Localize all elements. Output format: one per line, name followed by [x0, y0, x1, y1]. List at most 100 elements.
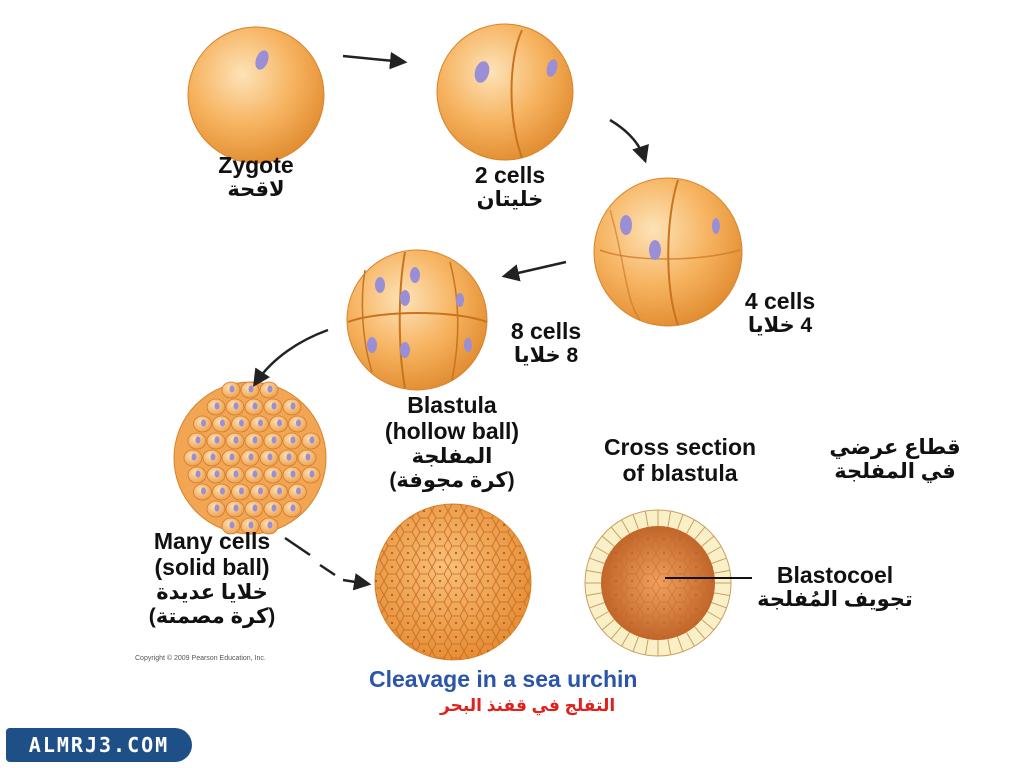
- four-cells-ar: 4 خلايا: [747, 314, 813, 338]
- brand-text: ALMRJ3.COM: [28, 733, 170, 757]
- morula-nucleus: [191, 453, 197, 461]
- morula-nucleus: [277, 487, 282, 495]
- blastula-label: Blastula (hollow ball) المفلجة (كرة مجوف…: [354, 392, 550, 493]
- cross-section-label: Cross section of blastula: [580, 434, 780, 487]
- two-cells-en: 2 cells: [474, 162, 546, 188]
- cross-section-en-2: of blastula: [622, 460, 738, 487]
- zygote-cell: [187, 26, 325, 164]
- morula-nucleus: [290, 504, 296, 512]
- ring-cell-wall: [586, 592, 602, 597]
- morula-nucleus: [220, 487, 225, 495]
- four-cells-label: 4 cells 4 خلايا: [724, 288, 836, 339]
- cross-section-ar-2: في المفلجة: [834, 460, 956, 484]
- blastula-ar-1: المفلجة: [411, 444, 493, 468]
- zygote-label: Zygote لاقحة: [192, 152, 320, 203]
- many-cells-ar-1: خلايا عديدة: [156, 580, 268, 604]
- morula-nucleus: [229, 521, 235, 529]
- morula-nucleus: [214, 402, 220, 410]
- ring-cell-wall: [686, 519, 695, 534]
- ring-cell-wall: [610, 526, 622, 540]
- blastocoel-ar: تجويف المُفلجة: [757, 588, 913, 612]
- morula-nucleus: [214, 504, 220, 512]
- morula-nucleus: [229, 385, 235, 393]
- morula-nucleus: [286, 453, 292, 461]
- ring-cell-wall: [686, 632, 695, 647]
- two-cell-embryo: [436, 23, 574, 161]
- morula-nucleus: [195, 436, 201, 444]
- ring-cell-wall: [677, 514, 684, 530]
- morula-nucleus: [290, 470, 296, 478]
- morula-nucleus: [290, 402, 296, 410]
- ring-cell-wall: [707, 611, 722, 620]
- caption-english: Cleavage in a sea urchin: [369, 666, 638, 692]
- arrow-2cells-to-4cells: [609, 118, 649, 164]
- morula-nucleus: [258, 419, 263, 427]
- morula-nucleus: [229, 453, 235, 461]
- arrow-8cells-to-many: [253, 328, 329, 387]
- morula-nucleus: [248, 385, 254, 393]
- ring-cell-wall: [601, 619, 615, 631]
- morula-nucleus: [239, 487, 244, 495]
- morula-nucleus: [248, 521, 254, 529]
- two-cells-label: 2 cells خليتان: [446, 162, 574, 213]
- morula-nucleus: [252, 470, 258, 478]
- blastula-ar-2: (كرة مجوفة): [389, 469, 515, 493]
- morula-nucleus: [233, 504, 239, 512]
- zygote-en: Zygote: [218, 152, 294, 178]
- morula-nucleus: [239, 419, 244, 427]
- ring-cell-wall: [701, 619, 715, 631]
- morula-nucleus: [252, 402, 258, 410]
- blastocoel-en: Blastocoel: [776, 562, 894, 588]
- morula-nucleus: [201, 419, 206, 427]
- many-cells-label: Many cells (solid ball) خلايا عديدة (كرة…: [130, 528, 294, 629]
- morula-nucleus: [233, 402, 239, 410]
- ring-cell-wall: [644, 511, 649, 527]
- morula-nucleus: [258, 487, 263, 495]
- ring-cell-wall: [621, 519, 630, 534]
- many-cells-en-1: Many cells: [153, 528, 271, 554]
- blastula-en-1: Blastula: [407, 392, 497, 418]
- morula-nucleus: [195, 470, 201, 478]
- blastocoel-label: Blastocoel تجويف المُفلجة: [754, 562, 916, 613]
- morula-nucleus: [305, 453, 311, 461]
- ring-cell-wall: [594, 611, 609, 620]
- zygote-ar: لاقحة: [227, 178, 285, 202]
- ring-cell-wall: [667, 511, 672, 527]
- ring-cell-wall: [589, 557, 605, 564]
- morula-nucleus: [277, 419, 282, 427]
- ring-cell-wall: [711, 602, 727, 609]
- nucleus: [255, 50, 269, 70]
- morula-nucleus: [201, 487, 206, 495]
- many-cells-en-2: (solid ball): [154, 554, 270, 581]
- morula-nucleus: [271, 436, 277, 444]
- morula-nucleus: [248, 453, 254, 461]
- morula-nucleus: [271, 402, 277, 410]
- eight-cell-embryo: [346, 249, 488, 391]
- morula-nucleus: [309, 470, 315, 478]
- morula-nucleus: [214, 436, 220, 444]
- ring-cell-wall: [632, 636, 639, 652]
- ring-cell-wall: [610, 626, 622, 640]
- morula-nucleus: [290, 436, 296, 444]
- morula-nucleus: [220, 419, 225, 427]
- morula-nucleus: [233, 470, 239, 478]
- morula-nucleus: [252, 436, 258, 444]
- morula-nucleus: [214, 470, 220, 478]
- two-cells-ar: خليتان: [476, 188, 544, 212]
- ring-cell-wall: [694, 626, 706, 640]
- cross-section-en-1: Cross section: [603, 434, 757, 460]
- ring-cell-wall: [589, 602, 605, 609]
- blastula-cross-section: [584, 509, 732, 657]
- cross-section-ar-label: قطاع عرضي في المفلجة: [820, 436, 970, 484]
- cross-section-ar-1: قطاع عرضي: [829, 436, 961, 459]
- eight-cells-en: 8 cells: [510, 318, 582, 344]
- ring-cell-wall: [711, 557, 727, 564]
- site-brand-badge[interactable]: ALMRJ3.COM: [6, 728, 192, 762]
- ring-cell-wall: [667, 639, 672, 655]
- morula-nucleus: [233, 436, 239, 444]
- morula-nucleus: [296, 487, 301, 495]
- morula-nucleus: [296, 419, 301, 427]
- morula-nucleus: [271, 470, 277, 478]
- arrow-many-to-blastula-a: [284, 536, 311, 557]
